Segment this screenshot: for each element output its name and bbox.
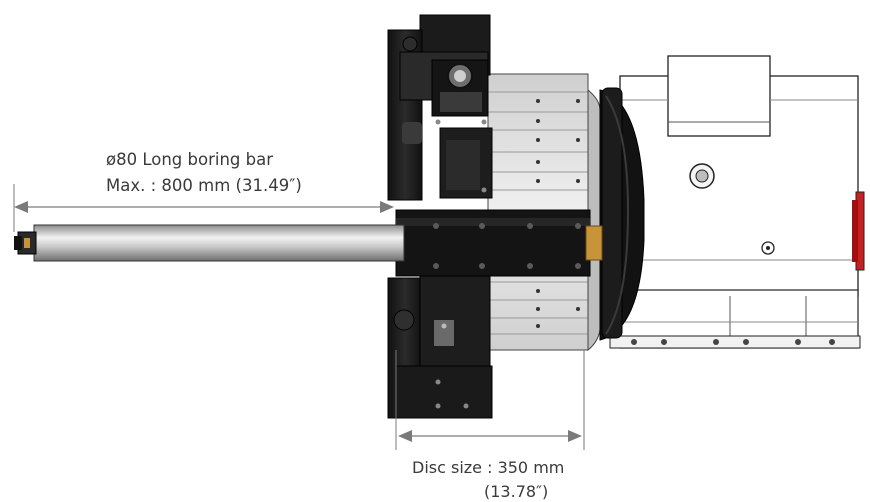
boring-bar-holder: [395, 209, 603, 277]
boring-bar-max-length: Max. : 800 mm (31.49″): [106, 176, 302, 195]
dimension-arrow-icon: [398, 430, 412, 442]
boring-bar-title: ø80 Long boring bar: [106, 150, 273, 169]
bottom-tool-holder: [387, 275, 493, 419]
flange-ring: [599, 87, 645, 341]
disc-size-dimension: [395, 350, 585, 450]
boring-bar-dimension: [13, 184, 394, 232]
dimension-arrow-icon: [14, 201, 28, 213]
disc-size-label: Disc size : 350 mm: [412, 458, 565, 477]
servo-housing: [609, 55, 865, 349]
disc-size-inch-label: (13.78″): [484, 482, 549, 501]
dimension-arrow-icon: [568, 430, 582, 442]
boring-bar: [14, 224, 405, 262]
top-tool-holder: [387, 14, 493, 201]
dimension-arrow-icon: [380, 201, 394, 213]
